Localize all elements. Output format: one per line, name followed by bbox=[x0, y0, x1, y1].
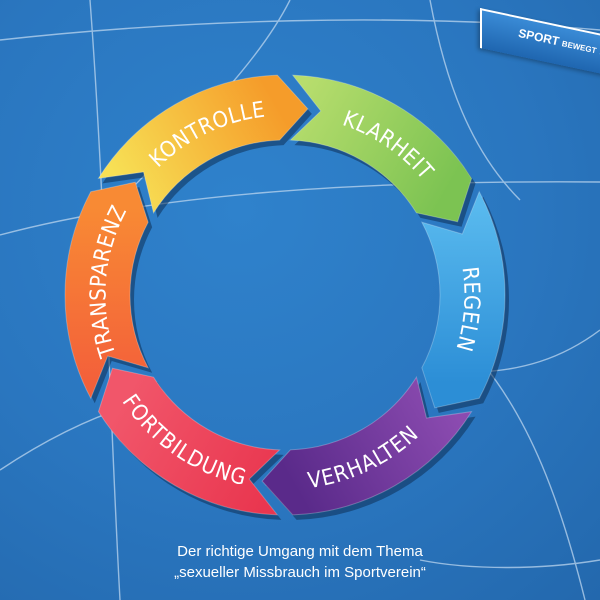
cycle-segments bbox=[64, 74, 509, 520]
segment-fortbildung bbox=[97, 367, 281, 516]
segment-klarheit bbox=[289, 74, 473, 223]
segment-kontrolle bbox=[97, 74, 309, 215]
segment-verhalten bbox=[261, 375, 473, 516]
caption-line-1: Der richtige Umgang mit dem Thema bbox=[177, 543, 423, 560]
segment-transparenz bbox=[64, 181, 150, 400]
segment-regeln bbox=[420, 190, 506, 409]
caption-line-2: „sexueller Missbrauch im Sportverein“ bbox=[174, 564, 426, 581]
